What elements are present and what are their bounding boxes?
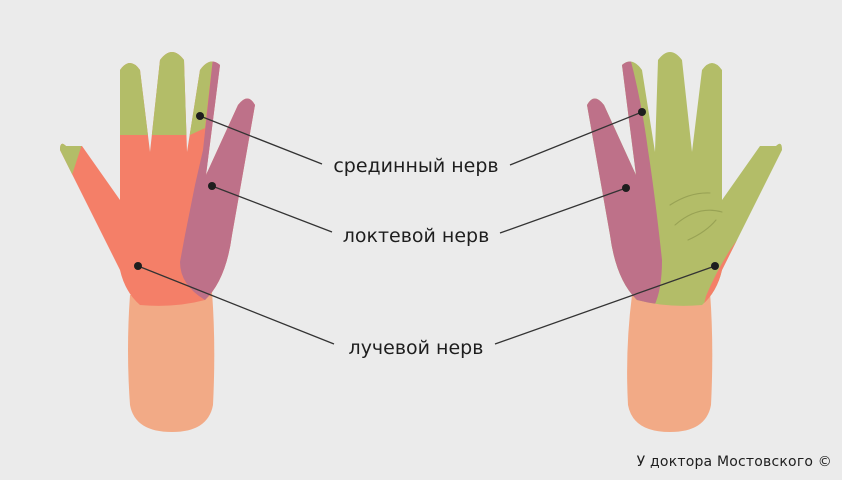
pointer-lines xyxy=(137,111,716,345)
pointer-dots xyxy=(134,108,719,270)
ulnar-dot-right xyxy=(622,184,630,192)
median-dot-left xyxy=(196,112,204,120)
right-forearm xyxy=(627,292,713,432)
radial-dot-right xyxy=(711,262,719,270)
radial-line-left xyxy=(137,265,335,345)
median-dot-right xyxy=(638,108,646,116)
right-ulnar-zone xyxy=(587,52,662,306)
ulnar-line-left xyxy=(211,185,333,233)
median-nerve-label: срединный нерв xyxy=(333,155,498,177)
ulnar-nerve-label: локтевой нерв xyxy=(343,225,490,247)
median-line-right xyxy=(509,111,643,166)
right-palm-creases xyxy=(669,192,723,241)
left-hand xyxy=(60,52,255,432)
author-credit: У доктора Мостовского © xyxy=(636,454,832,470)
radial-dot-left xyxy=(134,262,142,270)
left-median-zone-fingers xyxy=(110,52,215,135)
left-forearm xyxy=(128,292,215,432)
radial-nerve-label: лучевой нерв xyxy=(349,337,484,359)
ulnar-line-right xyxy=(499,187,627,234)
radial-line-right xyxy=(494,265,716,345)
median-line-left xyxy=(199,115,323,165)
ulnar-dot-left xyxy=(208,182,216,190)
right-hand xyxy=(587,52,782,432)
